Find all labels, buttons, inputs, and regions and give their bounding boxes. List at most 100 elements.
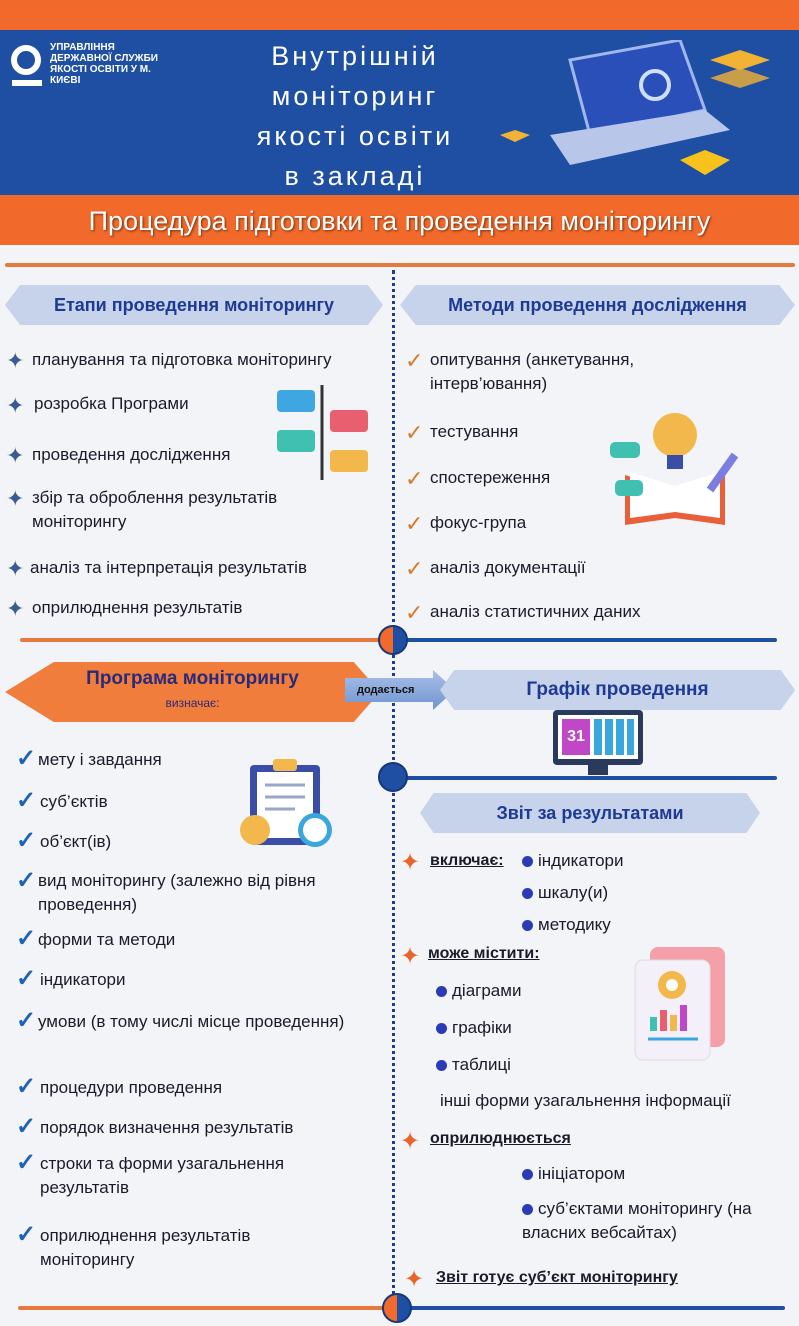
star-icon: ✦ xyxy=(6,443,25,468)
bullet-icon xyxy=(522,888,533,900)
published-item: ініціатором xyxy=(522,1162,625,1186)
stage-item: оприлюднення результатів xyxy=(32,598,243,617)
program-item: оприлюднення результатів моніторингу xyxy=(40,1226,251,1269)
method-item: аналіз статистичних даних xyxy=(430,602,641,621)
schedule-header: Графік проведення xyxy=(440,670,795,710)
logo-icon xyxy=(11,45,42,86)
may-contain-text: графіки xyxy=(452,1018,512,1037)
may-contain-item: графіки xyxy=(436,1016,512,1040)
calendar-monitor-icon: 31 xyxy=(553,710,643,765)
check-icon: ✓ xyxy=(16,867,37,894)
may-contain-label: може містити: xyxy=(428,945,540,962)
program-item: форми та методи xyxy=(38,930,176,949)
bullet-icon xyxy=(436,1060,447,1072)
check-icon: ✓ xyxy=(16,1149,37,1176)
check-icon: ✓ xyxy=(16,1007,37,1034)
check-icon: ✓ xyxy=(405,420,424,445)
stage-item: проведення дослідження xyxy=(32,445,231,464)
program-item: суб’єктів xyxy=(40,792,108,811)
monitor-stand xyxy=(588,765,608,775)
includes-item: методику xyxy=(522,913,611,937)
bullet-icon xyxy=(436,986,447,998)
method-item: фокус-група xyxy=(430,513,527,532)
includes-text: шкалу(и) xyxy=(538,883,609,902)
includes-text: індикатори xyxy=(538,851,624,870)
check-icon: ✓ xyxy=(16,1221,37,1248)
check-icon: ✓ xyxy=(16,925,37,952)
includes-item: індикатори xyxy=(522,849,623,873)
timeline-node xyxy=(378,762,408,792)
program-title: Програма моніторингу xyxy=(86,668,299,689)
star-icon: ✦ xyxy=(400,849,421,876)
may-contain-text: таблиці xyxy=(452,1055,511,1074)
star-icon: ✦ xyxy=(400,1128,421,1155)
check-icon: ✓ xyxy=(16,787,37,814)
may-contain-item: діаграми xyxy=(436,979,521,1003)
bullet-icon xyxy=(522,856,533,868)
check-icon: ✓ xyxy=(16,745,37,772)
check-icon: ✓ xyxy=(405,511,424,536)
methods-header: Методи проведення дослідження xyxy=(400,285,795,325)
report-chart-icon xyxy=(634,947,725,1061)
method-item: тестування xyxy=(430,422,519,441)
divider-line-right xyxy=(405,638,777,642)
may-contain-text: діаграми xyxy=(452,981,522,1000)
star-icon: ✦ xyxy=(400,943,421,970)
check-icon: ✓ xyxy=(16,1113,37,1140)
published-item: суб’єктами моніторингу (на власних вебса… xyxy=(522,1197,772,1245)
method-item: аналіз документації xyxy=(430,558,586,577)
program-item: умови (в тому числі місце проведення) xyxy=(38,1012,345,1031)
bullet-icon xyxy=(522,1204,533,1216)
divider-line xyxy=(5,263,795,267)
star-icon: ✦ xyxy=(6,556,25,581)
stage-item: планування та підготовка моніторингу xyxy=(32,350,332,369)
includes-text: методику xyxy=(538,915,611,934)
may-contain-item: таблиці xyxy=(436,1053,511,1077)
program-item: об’єкт(ів) xyxy=(40,832,112,851)
program-item: процедури проведення xyxy=(40,1078,223,1097)
program-item: індикатори xyxy=(40,970,126,989)
method-item: опитування (анкетування, інтерв’ювання) xyxy=(430,350,635,393)
vertical-divider xyxy=(392,270,395,1320)
star-icon: ✦ xyxy=(404,1266,425,1293)
timeline-node xyxy=(378,625,408,655)
timeline-node xyxy=(382,1293,412,1323)
stage-item: розробка Програми xyxy=(34,394,189,413)
method-item: спостереження xyxy=(430,468,551,487)
program-header: Програма моніторингу визначає: xyxy=(5,662,380,722)
check-icon: ✓ xyxy=(405,466,424,491)
banner-title: Процедура підготовки та проведення моніт… xyxy=(0,195,799,245)
report-header: Звіт за результатами xyxy=(420,793,760,833)
published-label: оприлюднюється xyxy=(430,1130,571,1147)
calendar-day: 31 xyxy=(562,719,590,755)
star-icon: ✦ xyxy=(6,393,25,418)
other-forms-text: інші форми узагальнення інформації xyxy=(440,1091,731,1110)
bullet-icon xyxy=(522,920,533,932)
check-icon: ✓ xyxy=(405,348,424,373)
divider-line-left xyxy=(18,1306,390,1310)
divider-line-right xyxy=(405,776,777,780)
divider-line-left xyxy=(20,638,392,642)
laptop-illustration xyxy=(500,40,770,175)
star-icon: ✦ xyxy=(6,348,25,373)
program-item: строки та форми узагальнення результатів xyxy=(40,1154,285,1197)
program-item: порядок визначення результатів xyxy=(40,1118,294,1137)
bullet-icon xyxy=(522,1169,533,1181)
check-icon: ✓ xyxy=(16,827,37,854)
bullet-icon xyxy=(436,1023,447,1035)
star-icon: ✦ xyxy=(6,486,25,511)
stage-item: аналіз та інтерпретація результатів xyxy=(30,558,307,577)
lightbulb-book-icon xyxy=(610,413,739,525)
check-icon: ✓ xyxy=(405,600,424,625)
star-icon: ✦ xyxy=(6,596,25,621)
check-icon: ✓ xyxy=(16,1073,37,1100)
published-text: ініціатором xyxy=(538,1164,626,1183)
clipboard-icon xyxy=(240,759,332,847)
includes-item: шкалу(и) xyxy=(522,881,608,905)
published-text: суб’єктами моніторингу (на власних вебса… xyxy=(522,1199,752,1242)
program-item: вид моніторингу (залежно від рівня прове… xyxy=(38,871,316,914)
prepared-by-text: Звіт готує суб’єкт моніторингу xyxy=(436,1269,678,1286)
check-icon: ✓ xyxy=(16,965,37,992)
divider-line-right xyxy=(405,1306,785,1310)
page-title: Внутрішній моніторинг якості освіти в за… xyxy=(256,41,454,191)
